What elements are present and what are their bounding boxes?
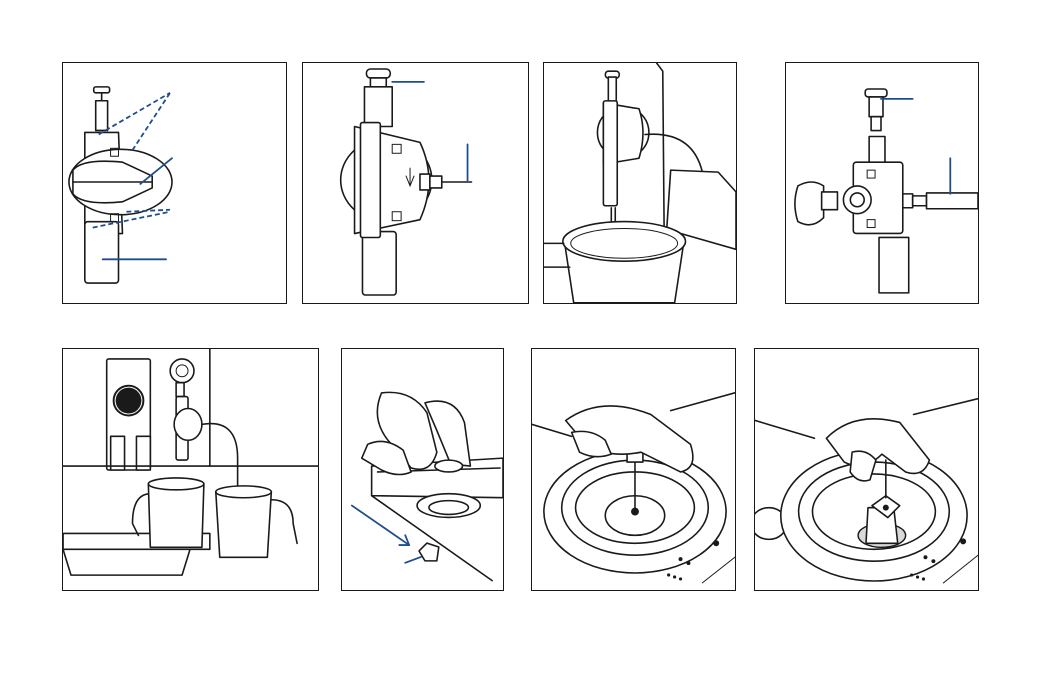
panel-7-unscrewing-filter [531, 348, 736, 591]
panel-2-dispenser-assembled [302, 62, 529, 304]
panel-4-dispenser-exploded [785, 62, 979, 304]
panel-5-machine-with-milk-jug [62, 348, 319, 591]
panel-3-dispensing-into-cup [543, 62, 737, 304]
panel-6-removing-cap [341, 348, 504, 591]
panel-1-dispenser-parts [62, 62, 287, 304]
panel-8-removing-filter [754, 348, 979, 591]
